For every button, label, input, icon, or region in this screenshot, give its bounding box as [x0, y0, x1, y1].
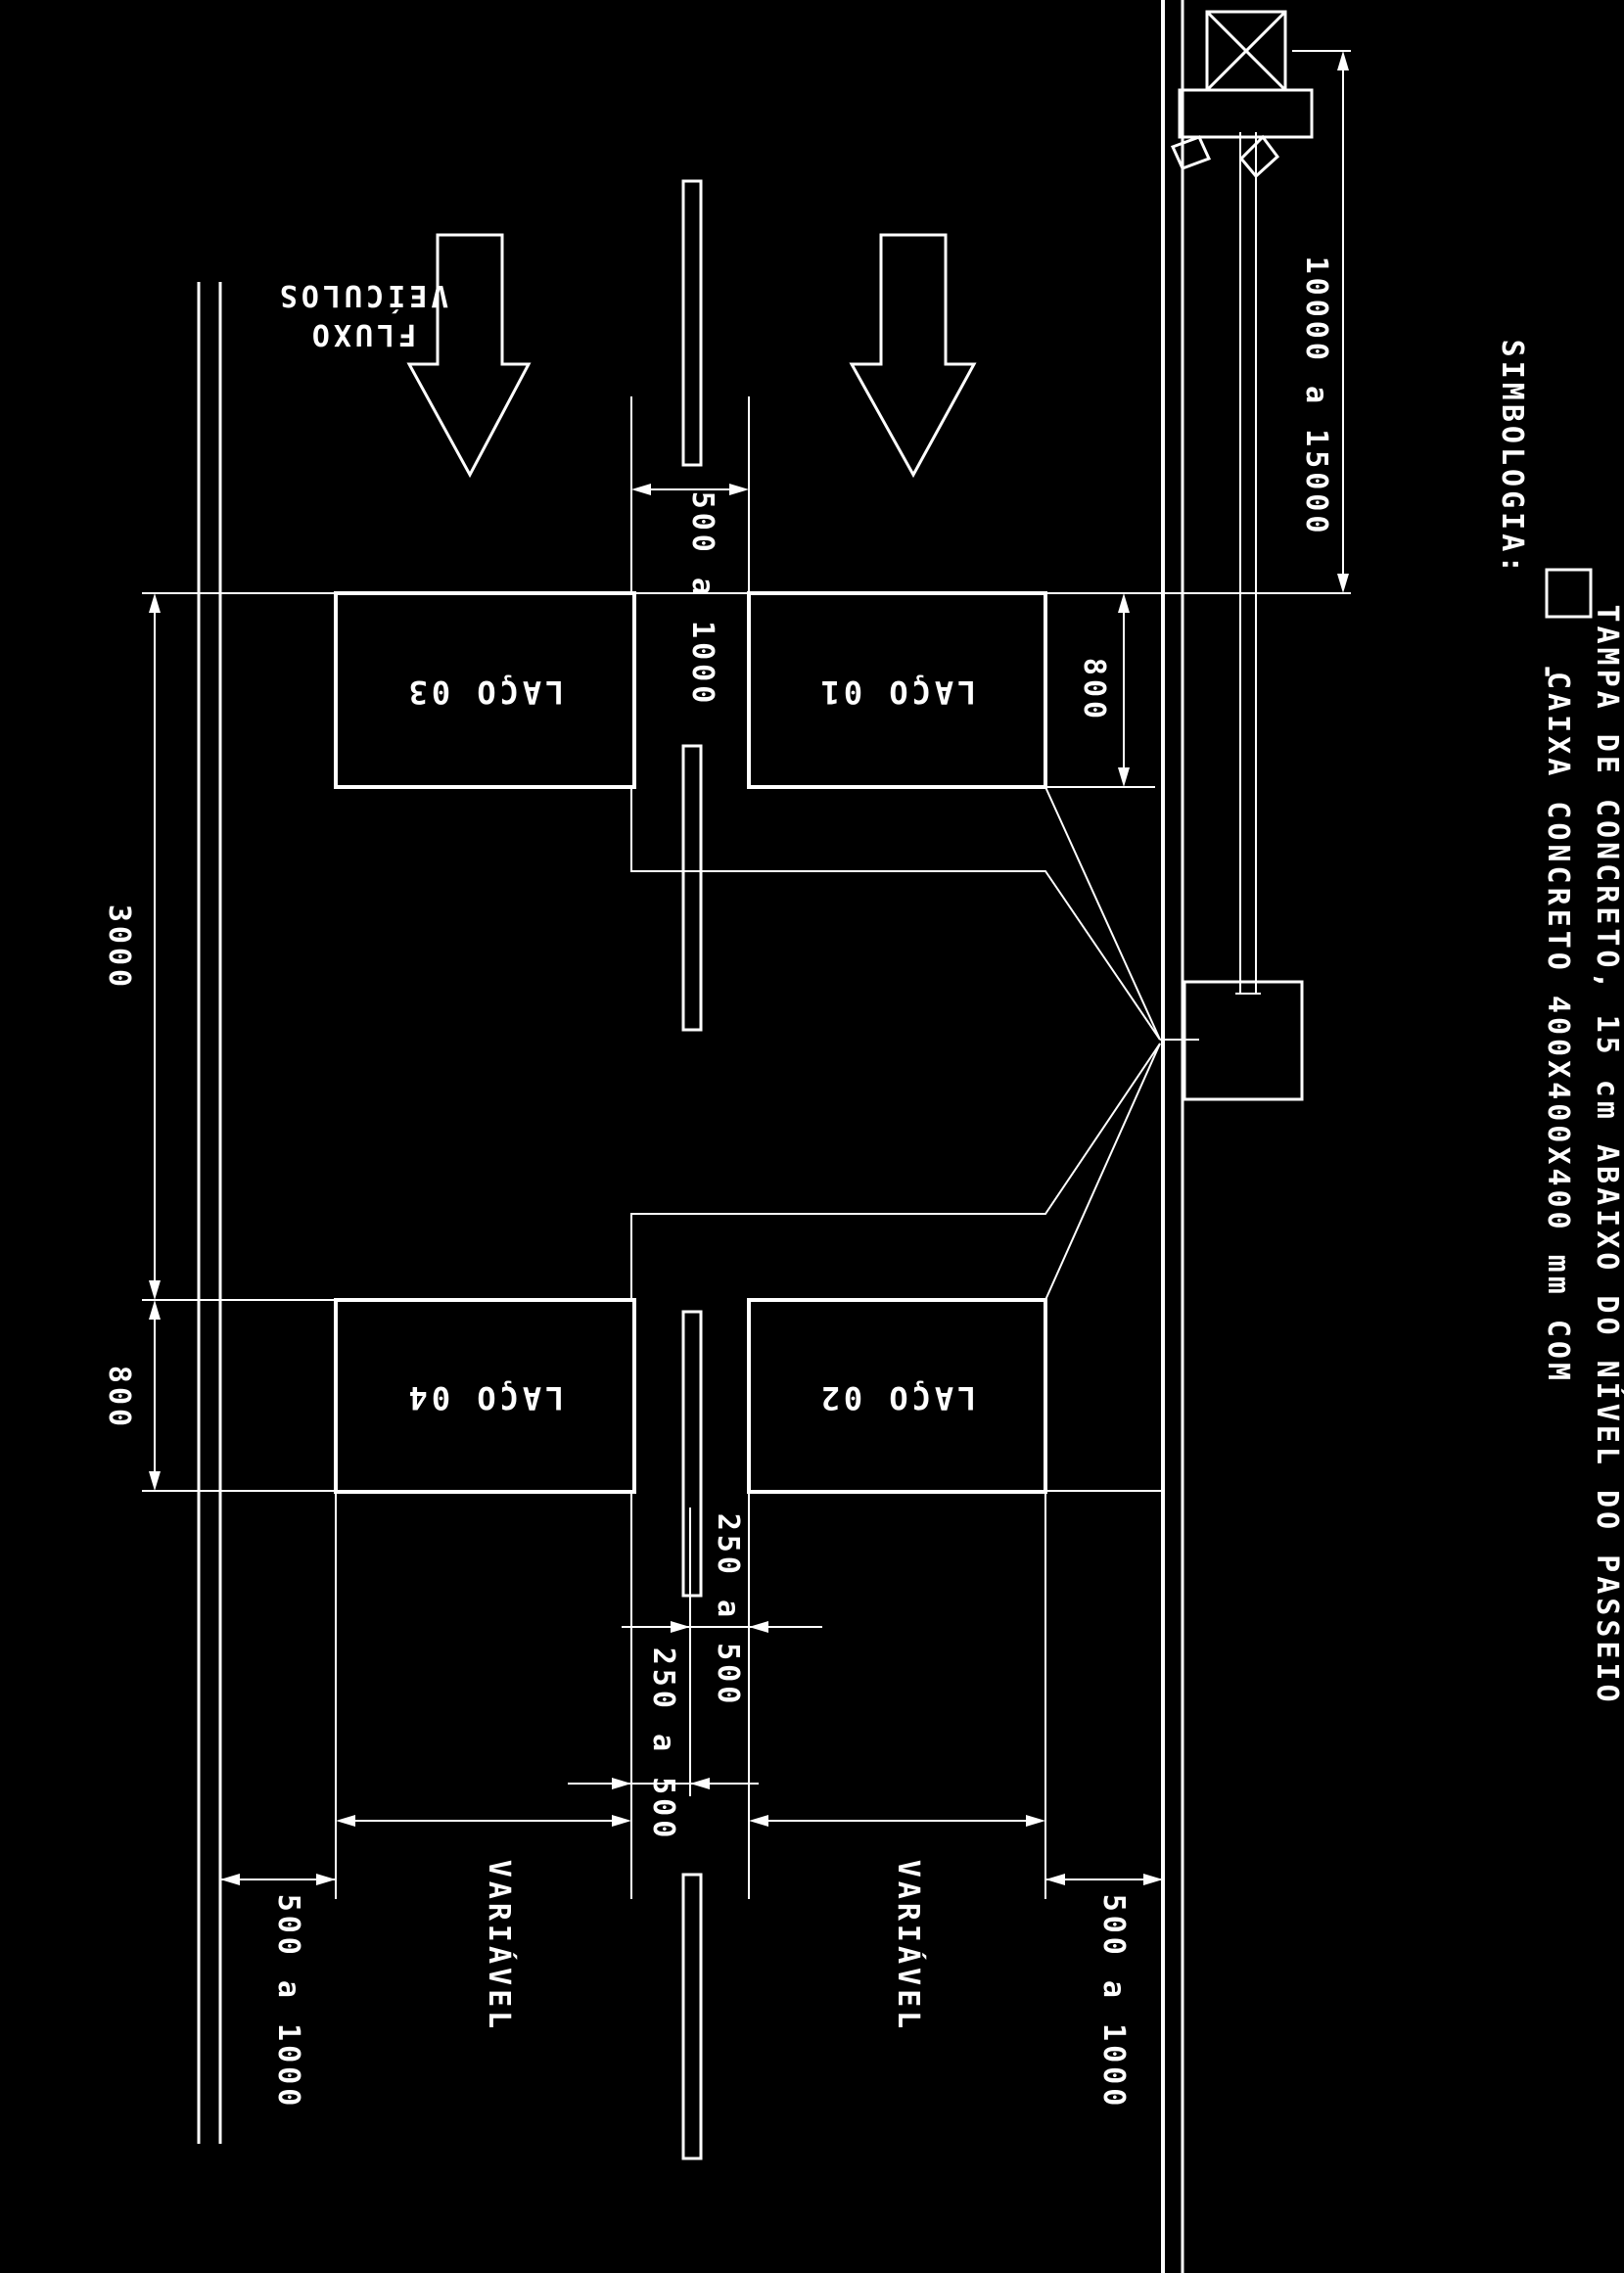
loop-04-label: LAÇO 04	[405, 1379, 565, 1416]
legend-box-symbol	[1545, 568, 1593, 619]
loop-03-label: LAÇO 03	[405, 673, 565, 711]
junction-box	[1183, 980, 1304, 1101]
dim-loop-spacing: 3000	[102, 905, 136, 991]
legend-dash: -	[1531, 663, 1565, 684]
legend-line2: TAMPA DE CONCRETO, 15 cm ABAIXO DO NÍVEL…	[1590, 604, 1624, 1705]
lane-divider	[681, 179, 703, 2160]
dim-edge-left: 500 a 1000	[271, 1894, 305, 2111]
loop-feeder-cables	[630, 786, 1199, 1301]
flow-label-line1: FLUXO	[308, 317, 416, 351]
flow-arrow-right	[849, 233, 977, 479]
loop-03: LAÇO 03	[334, 591, 636, 789]
dim-loop-length-right: 800	[1077, 658, 1111, 722]
dim-variable-left: VARIÁVEL	[482, 1860, 517, 2033]
dim-gap-a: 250 a 500	[646, 1647, 680, 1842]
loop-02: LAÇO 02	[747, 1298, 1047, 1494]
conduit	[1235, 132, 1261, 995]
loop-01-label: LAÇO 01	[817, 673, 977, 711]
road-edge-left	[197, 282, 222, 2144]
dim-loop-length: 800	[102, 1366, 136, 1430]
loop-01: LAÇO 01	[747, 591, 1047, 789]
flow-label: FLUXO VEÍCULOS	[276, 278, 449, 351]
legend-title: SIMBOLOGIA:	[1495, 340, 1529, 578]
curb-lines	[1161, 0, 1184, 2273]
legend-line1: CAIXA CONCRETO 400X400X400 mm COM	[1541, 672, 1575, 1384]
loop-04: LAÇO 04	[334, 1298, 636, 1494]
dimension-lines	[142, 50, 1351, 1899]
controller-cabinet	[1170, 10, 1314, 179]
flow-arrow-left	[406, 233, 532, 479]
loop-02-label: LAÇO 02	[817, 1379, 977, 1416]
legend: SIMBOLOGIA: - CAIXA CONCRETO 400X400X400…	[1495, 340, 1624, 1706]
dim-gap-b: 250 a 500	[711, 1513, 745, 1708]
flow-label-line2: VEÍCULOS	[276, 278, 449, 313]
dim-pole-distance: 10000 a 15000	[1299, 256, 1333, 537]
dim-lane-gap: 500 a 1000	[685, 491, 719, 708]
dim-edge-right: 500 a 1000	[1096, 1894, 1131, 2111]
dim-variable-right: VARIÁVEL	[891, 1860, 926, 2033]
